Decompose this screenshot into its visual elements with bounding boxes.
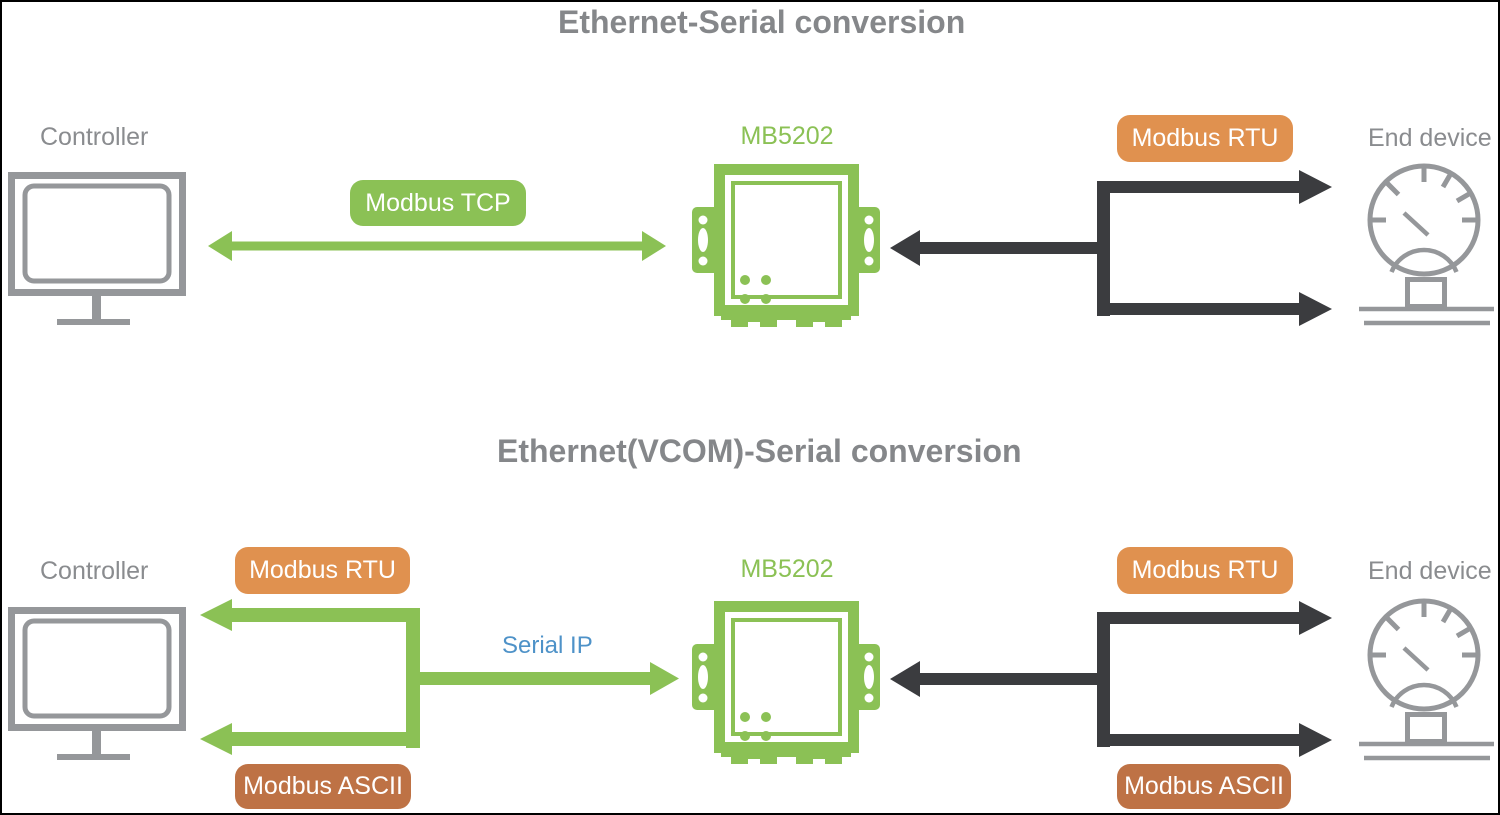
monitor-frame — [8, 172, 186, 296]
monitor-icon — [8, 172, 186, 325]
device-body — [714, 164, 859, 316]
left-modbus-rtu-pill: Modbus RTU — [235, 547, 410, 594]
gauge-icon — [1359, 163, 1494, 326]
gauge-icon — [1359, 598, 1494, 761]
arrowhead-left-top — [200, 599, 232, 631]
right-modbus-ascii-pill: Modbus ASCII — [1117, 764, 1291, 809]
arrowhead-right-top — [1299, 170, 1332, 204]
bottom-end-device-label: End device — [1368, 557, 1492, 585]
right-modbus-rtu-pill: Modbus RTU — [1117, 547, 1293, 594]
arrow-shaft — [228, 241, 646, 251]
top-end-device-label: End device — [1368, 124, 1492, 152]
arrowhead-left — [890, 230, 920, 266]
top-controller-label: Controller — [40, 123, 149, 151]
top-device-label: MB5202 — [740, 122, 834, 150]
gauge-dome — [1389, 247, 1459, 273]
bottom-controller-label: Controller — [40, 557, 149, 585]
gauge-stand — [1405, 277, 1447, 309]
vcom-green-arrows — [200, 599, 679, 755]
modbus-tcp-arrow — [208, 231, 666, 261]
arrowhead-right — [642, 231, 666, 261]
modbus-tcp-pill: Modbus TCP — [350, 180, 526, 226]
monitor-screen — [22, 183, 172, 284]
top-section-title: Ethernet-Serial conversion — [558, 4, 966, 40]
arrowhead-left-bottom — [200, 723, 232, 755]
device-feet-strip — [721, 316, 851, 320]
serial-ip-label: Serial IP — [502, 632, 593, 659]
monitor-stem — [92, 296, 101, 319]
arrowhead-right — [650, 662, 679, 695]
arrowhead-left — [208, 231, 232, 261]
modbus-rtu-arrows — [890, 170, 1332, 326]
top-modbus-rtu-pill: Modbus RTU — [1117, 115, 1293, 162]
device-inner-frame — [731, 181, 842, 299]
bottom-device-label: MB5202 — [740, 555, 834, 583]
serial-device-icon — [692, 601, 880, 764]
modbus-rtu-ascii-arrows — [890, 601, 1332, 757]
monitor-icon — [8, 607, 186, 760]
monitor-base — [57, 319, 130, 325]
bottom-section-title: Ethernet(VCOM)-Serial conversion — [497, 433, 1022, 469]
gauge-face — [1367, 163, 1481, 277]
arrowhead-right-bottom — [1299, 292, 1332, 326]
left-modbus-ascii-pill: Modbus ASCII — [235, 764, 411, 809]
serial-device-icon — [692, 164, 880, 327]
gauge-needle — [1402, 211, 1430, 237]
